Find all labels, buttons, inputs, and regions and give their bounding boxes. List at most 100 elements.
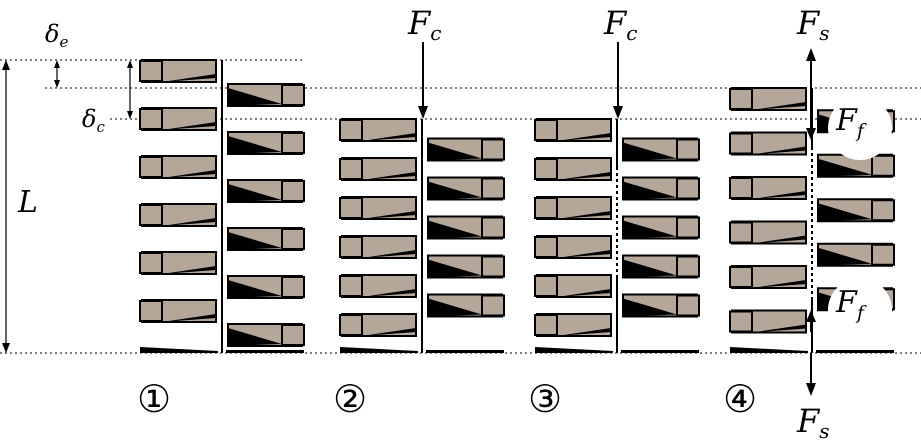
coil-right-cap-6 [281, 324, 305, 346]
force-f-label-top: Ff [835, 103, 867, 142]
coil-left-shadow-5 [752, 280, 806, 288]
coil-right-shadow-4 [428, 259, 482, 278]
coil-right-shadow-3 [428, 220, 482, 239]
length-label: L [17, 185, 38, 220]
force-c-label-stage-3: Fc [603, 4, 637, 45]
coil-right-shadow-1 [428, 142, 482, 161]
length-dimension [2, 60, 10, 353]
coil-left-cap-2 [729, 132, 753, 155]
coil-left-shadow-3 [557, 211, 611, 219]
coil-left-cap-6 [139, 300, 163, 322]
force-c-label-stage-2: Fc [407, 4, 441, 45]
coil-right-shadow-2 [623, 181, 677, 200]
coil-left-cap-5 [339, 275, 363, 297]
coil-right-shadow-4 [623, 259, 677, 278]
delta-c-label: δc [82, 105, 105, 136]
coil-right-cap-2 [676, 177, 700, 200]
coil-left-cap-1 [139, 60, 163, 82]
coil-left-cap-5 [729, 266, 753, 288]
stage-number-4: ④ [723, 377, 757, 421]
coil-left-cap-3 [534, 197, 558, 219]
coil-left-shadow-4 [362, 250, 416, 258]
coil-left-shadow-1 [162, 74, 216, 82]
coil-right-cap-2 [481, 177, 505, 200]
coil-right-cap-5 [481, 294, 505, 317]
coil-right-shadow-1 [623, 142, 677, 161]
coil-left-cap-6 [339, 314, 363, 336]
stage-number-2: ② [333, 377, 367, 421]
coil-left-shadow-3 [362, 211, 416, 219]
coil-left-shadow-4 [752, 235, 806, 244]
spring-base-right-2 [426, 350, 504, 353]
coil-right-cap-5 [676, 294, 700, 317]
coil-left-cap-5 [534, 275, 558, 297]
coil-left-cap-4 [729, 221, 753, 244]
coil-right-shadow-5 [623, 298, 677, 317]
coil-left-cap-2 [139, 108, 163, 130]
force-c-arrow-stage-2 [418, 42, 428, 119]
coil-right-shadow-1 [228, 88, 282, 106]
coil-left-shadow-6 [557, 328, 611, 336]
coil-left-shadow-5 [362, 289, 416, 297]
spring-base-right-4 [816, 350, 894, 353]
spring-base-3 [535, 347, 613, 353]
coil-left-cap-2 [339, 158, 363, 180]
delta-e-dimension [54, 60, 60, 88]
spring-base-right-3 [621, 350, 699, 353]
coil-left-shadow-1 [557, 133, 611, 141]
coil-left-cap-6 [534, 314, 558, 336]
coil-right-shadow-3 [228, 184, 282, 202]
coil-right-shadow-2 [428, 181, 482, 200]
spring-base-1 [140, 347, 218, 353]
coil-right-shadow-3 [818, 203, 872, 222]
coil-left-cap-2 [534, 158, 558, 180]
spring-stage-3 [534, 118, 700, 353]
coil-right-cap-1 [676, 138, 700, 161]
coil-left-cap-3 [339, 197, 363, 219]
coil-right-cap-2 [871, 154, 895, 177]
coil-left-shadow-2 [362, 172, 416, 180]
delta-e-label: δe [45, 20, 68, 51]
coil-left-shadow-4 [162, 218, 216, 226]
coil-left-cap-6 [729, 310, 753, 333]
coil-right-cap-1 [481, 138, 505, 161]
spring-base-right-1 [226, 350, 304, 353]
spring-base-2 [340, 347, 418, 353]
coil-right-cap-1 [281, 84, 305, 106]
coil-left-cap-1 [534, 119, 558, 141]
coil-left-shadow-6 [752, 324, 806, 333]
coil-right-cap-5 [281, 276, 305, 298]
force-s-label-top: Fs [796, 4, 829, 45]
force-s-arrow-top [806, 48, 816, 119]
force-f-label-bottom: Ff [835, 285, 867, 324]
coil-left-cap-4 [534, 236, 558, 258]
stage-number-3: ③ [528, 377, 562, 421]
coil-right-cap-4 [676, 255, 700, 278]
coil-right-shadow-6 [228, 328, 282, 346]
spring-base-4 [730, 347, 808, 353]
coil-left-shadow-5 [162, 266, 216, 274]
coil-left-shadow-3 [162, 170, 216, 178]
coil-left-shadow-3 [752, 191, 806, 199]
coil-left-shadow-5 [557, 289, 611, 297]
coil-left-shadow-2 [557, 172, 611, 180]
coil-right-cap-3 [481, 216, 505, 239]
coil-left-cap-4 [139, 204, 163, 226]
coil-right-shadow-2 [228, 136, 282, 154]
coil-left-cap-1 [729, 88, 753, 110]
coil-left-cap-4 [339, 236, 363, 258]
coil-right-cap-4 [871, 243, 895, 266]
coil-right-cap-4 [481, 255, 505, 278]
coil-left-shadow-1 [362, 133, 416, 141]
coil-left-shadow-2 [752, 146, 806, 155]
delta-c-dimension [127, 60, 133, 119]
coil-right-cap-4 [281, 228, 305, 250]
springs-group [139, 59, 895, 353]
force-f-badge-top [828, 96, 892, 160]
coil-right-shadow-3 [623, 220, 677, 239]
coil-left-shadow-4 [557, 250, 611, 258]
coil-right-shadow-4 [818, 247, 872, 266]
spring-stage-1 [139, 59, 305, 353]
coil-right-shadow-4 [228, 232, 282, 250]
